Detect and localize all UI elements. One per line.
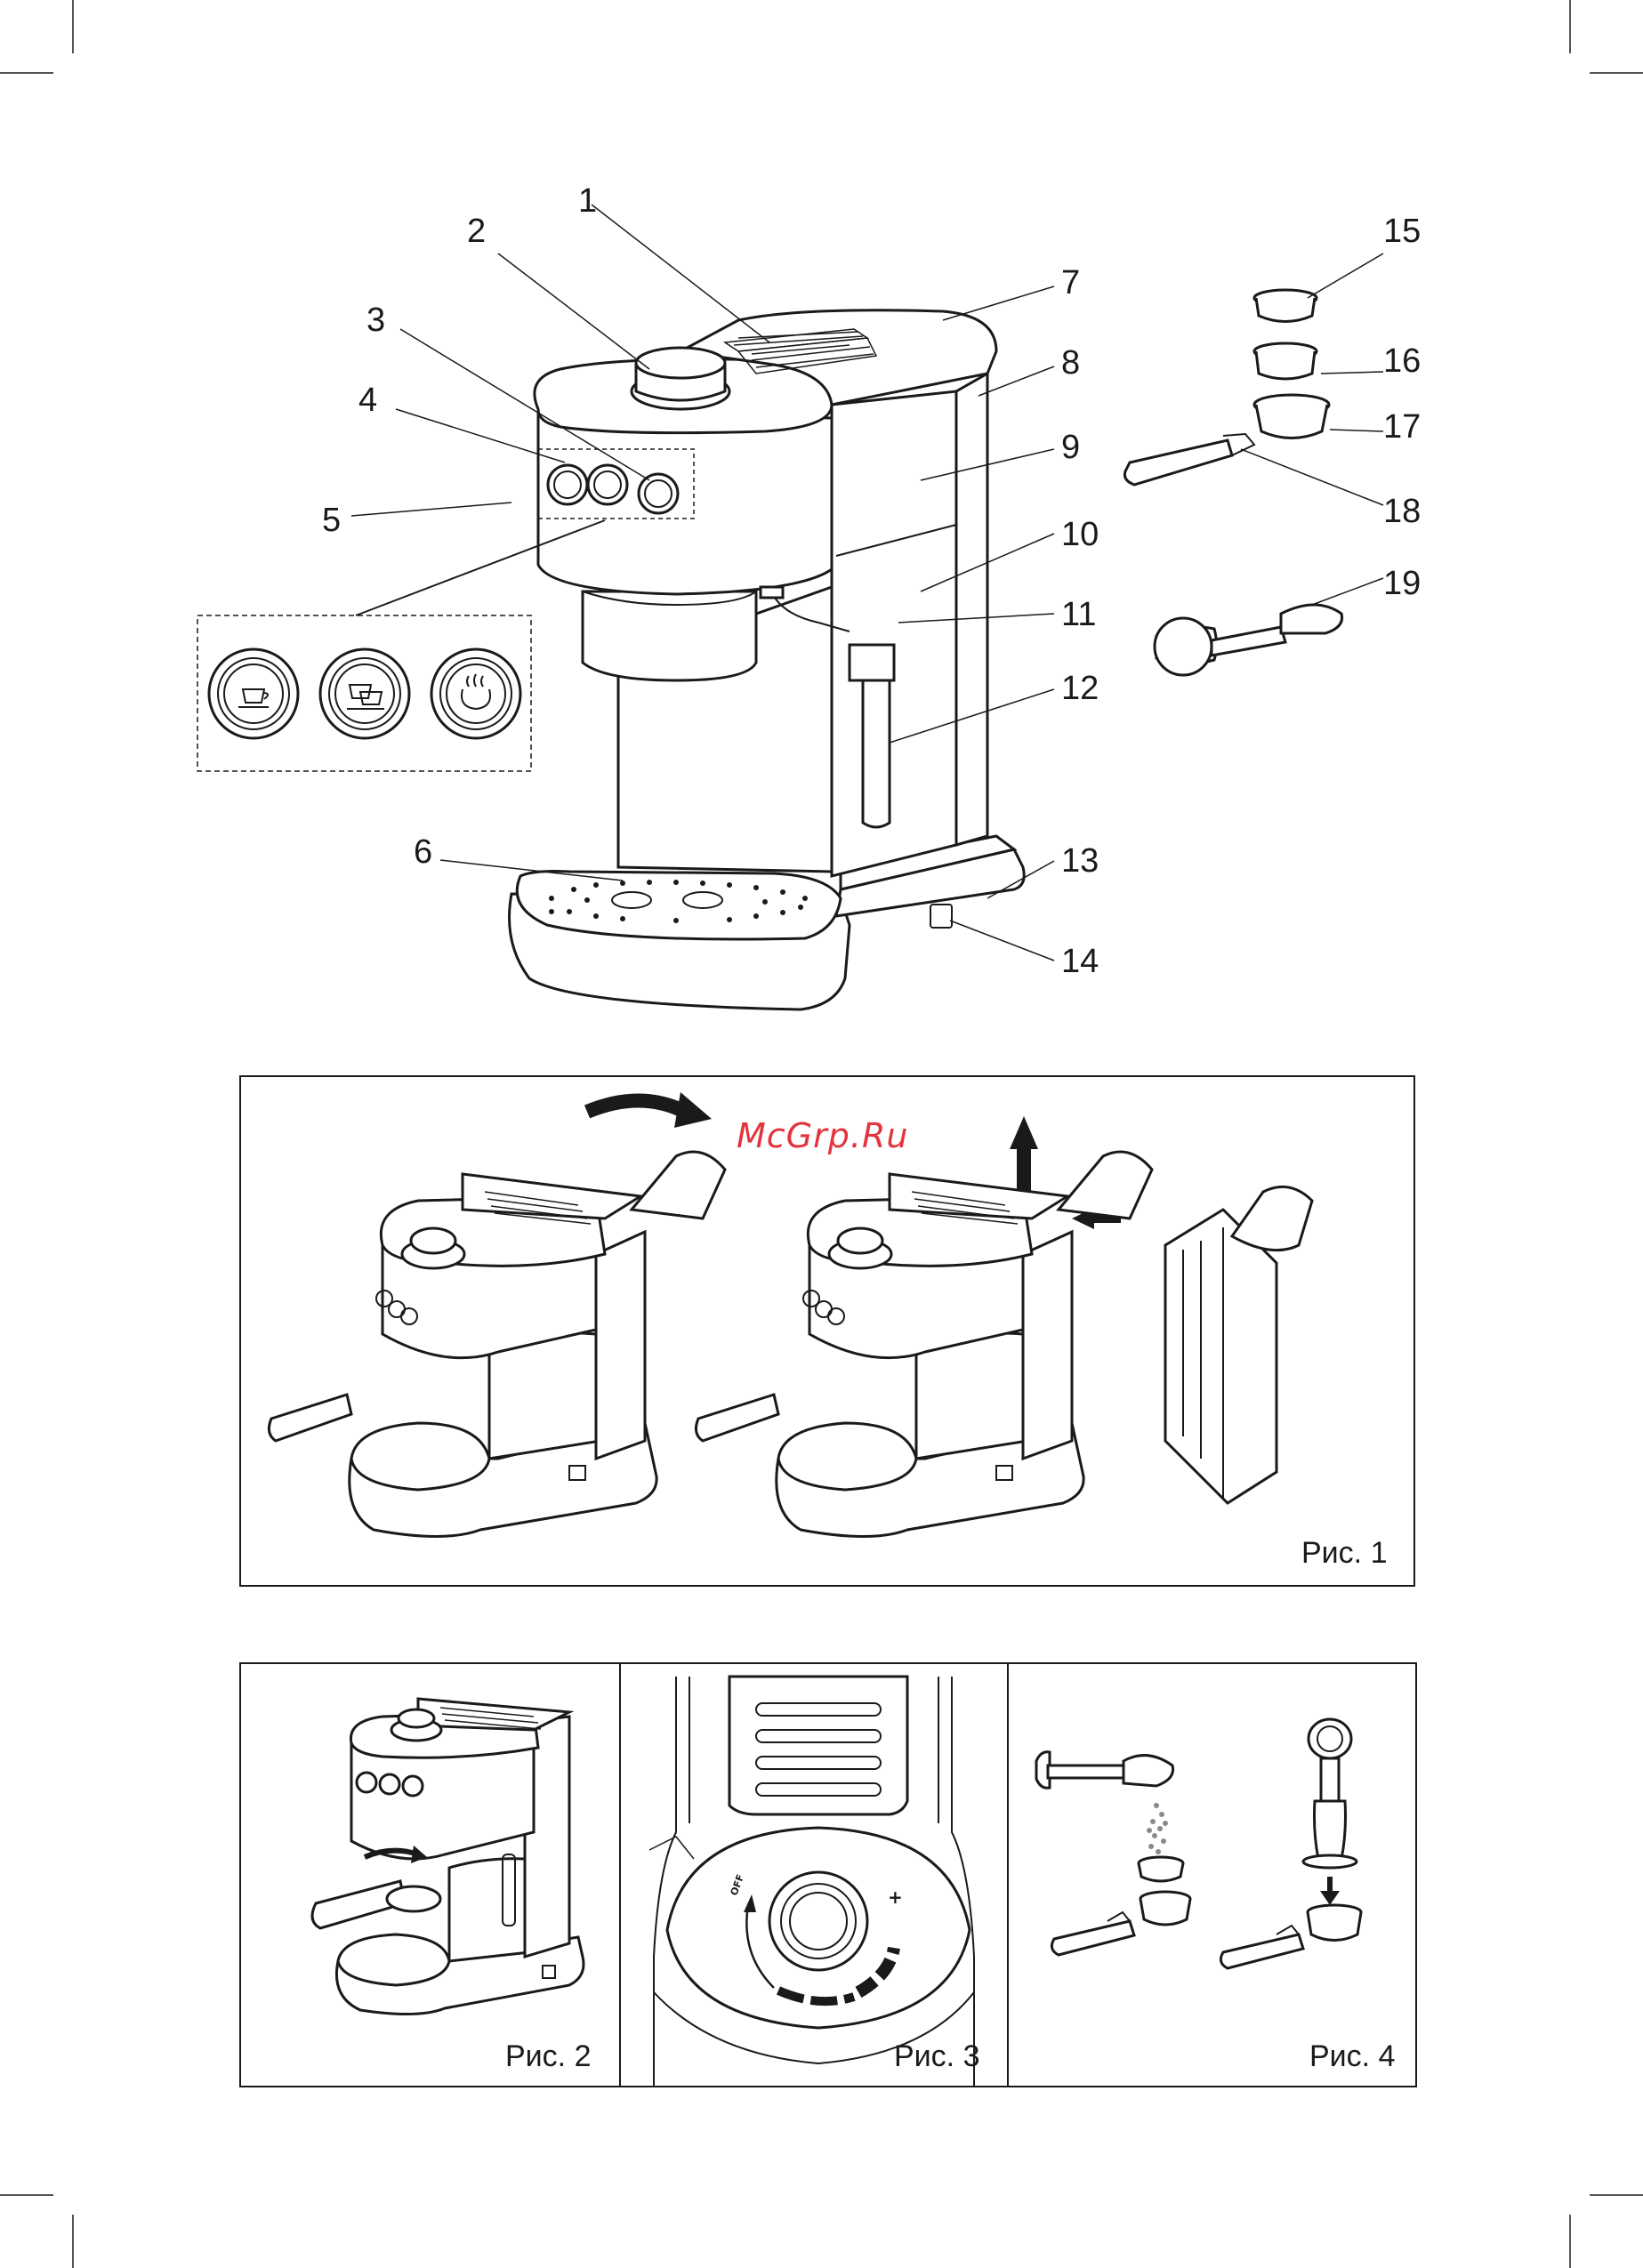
fig4-illustration — [1036, 1719, 1361, 1968]
label-19: 19 — [1383, 565, 1421, 602]
double-cup-icon — [320, 649, 409, 738]
fig1-water-tank — [1165, 1186, 1312, 1503]
label-1: 1 — [578, 182, 597, 220]
watermark: McGrp.Ru — [737, 1116, 908, 1155]
steam-icon — [431, 649, 520, 738]
accessories — [1124, 290, 1341, 675]
label-11: 11 — [1061, 596, 1096, 633]
label-2: 2 — [467, 213, 486, 250]
label-13: 13 — [1061, 842, 1099, 880]
label-10: 10 — [1061, 516, 1099, 553]
label-18: 18 — [1383, 493, 1421, 530]
label-15: 15 — [1383, 213, 1421, 250]
main-machine-diagram: 1 2 3 4 5 6 7 8 9 10 11 12 13 14 15 16 1… — [197, 182, 1421, 1009]
dial-plus-label: + — [888, 1886, 903, 1908]
label-8: 8 — [1061, 344, 1080, 382]
label-14: 14 — [1061, 943, 1099, 980]
label-5: 5 — [322, 502, 341, 539]
label-9: 9 — [1061, 429, 1080, 466]
label-4: 4 — [358, 382, 377, 419]
label-12: 12 — [1061, 670, 1099, 707]
fig4-caption: Рис. 4 — [1309, 2039, 1395, 2073]
single-cup-icon — [209, 649, 298, 738]
fig2-illustration — [312, 1699, 584, 2015]
fig2-caption: Рис. 2 — [505, 2039, 591, 2073]
label-3: 3 — [366, 302, 385, 339]
fig1-caption: Рис. 1 — [1301, 1536, 1387, 1570]
figures-2-4-panel: Рис. 2 OFF + — [240, 1663, 1416, 2087]
label-17: 17 — [1383, 408, 1421, 446]
label-6: 6 — [414, 833, 432, 871]
label-16: 16 — [1383, 342, 1421, 380]
fig3-illustration: OFF + — [649, 1677, 974, 2087]
label-7: 7 — [1061, 264, 1080, 302]
fig3-caption: Рис. 3 — [894, 2039, 979, 2073]
fig1-machine-b — [696, 1152, 1152, 1537]
figure-1-panel: McGrp.Ru — [240, 1076, 1414, 1586]
fig1-machine-a — [269, 1152, 725, 1537]
